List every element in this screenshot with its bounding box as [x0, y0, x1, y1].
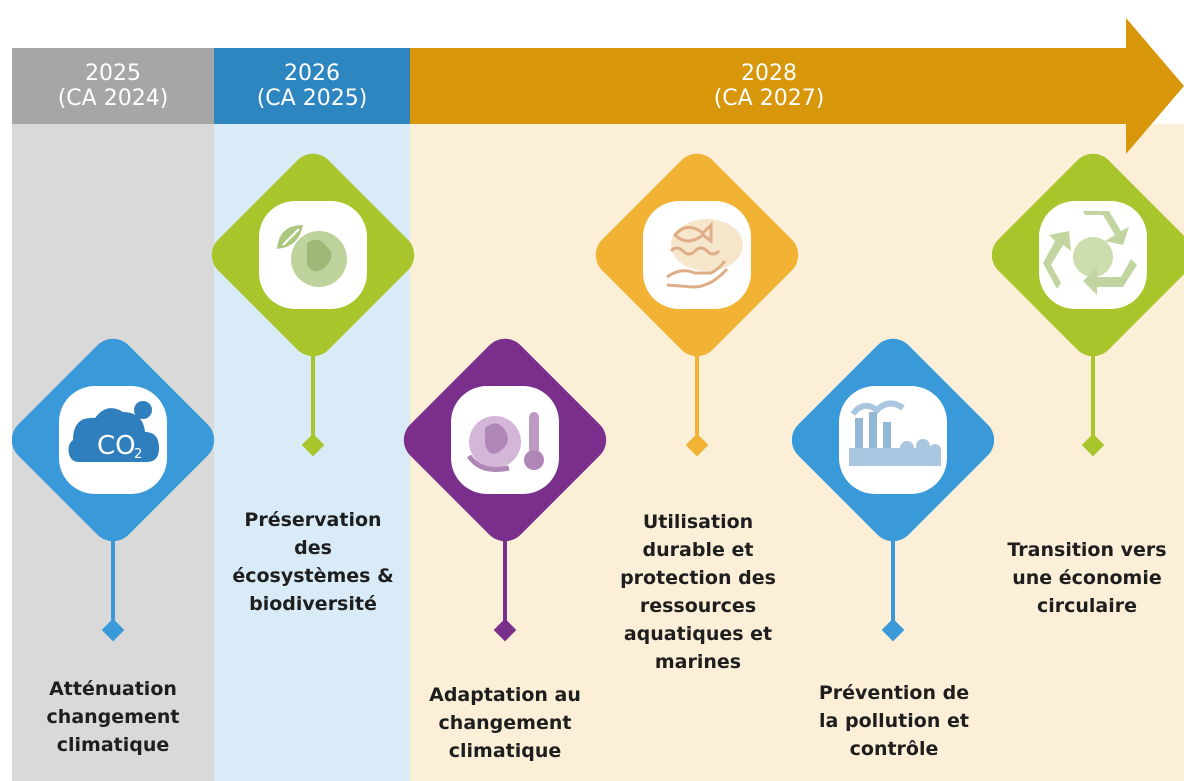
- objective-label-2: Préservation des écosystèmes & biodivers…: [208, 506, 418, 618]
- label-line: durable et: [642, 539, 754, 561]
- label-line: contrôle: [849, 738, 939, 760]
- label-line: la pollution et: [819, 710, 969, 732]
- objective-label-3: Adaptation au changement climatique: [400, 681, 610, 765]
- label-line: Utilisation: [642, 511, 754, 533]
- co2-subscript: 2: [134, 447, 142, 462]
- objective-node-3: [403, 338, 607, 642]
- label-line: Adaptation au: [429, 684, 581, 706]
- period-year: 2025: [85, 61, 141, 86]
- label-line: Prévention de: [818, 682, 970, 704]
- timeline-arrow-head: [1126, 18, 1184, 154]
- label-line: Atténuation: [49, 678, 177, 700]
- label-line: climatique: [56, 734, 170, 756]
- objective-node-5: [791, 338, 995, 642]
- label-line: protection des: [620, 567, 776, 589]
- period-sub: (CA 2024): [57, 86, 169, 111]
- factory-pollution-icon: [849, 400, 941, 466]
- label-line: des: [294, 537, 332, 559]
- objective-label-4: Utilisation durable et protection des re…: [592, 508, 804, 676]
- label-line: circulaire: [1036, 595, 1138, 617]
- period-year: 2026: [284, 61, 340, 86]
- label-line: écosystèmes &: [232, 565, 394, 587]
- period-header-2028: 2028 (CA 2027): [410, 48, 1128, 124]
- objective-node-2: [211, 153, 415, 457]
- label-line: changement: [438, 712, 572, 734]
- objective-label-6: Transition vers une économie circulaire: [990, 536, 1184, 620]
- period-sub: (CA 2027): [713, 86, 825, 111]
- label-line: aquatiques et: [623, 623, 773, 645]
- objective-label-1: Atténuation changement climatique: [12, 675, 214, 759]
- co2-cloud-icon: CO 2: [68, 401, 159, 462]
- label-line: changement: [46, 706, 180, 728]
- period-sub: (CA 2025): [256, 86, 368, 111]
- label-line: biodiversité: [249, 593, 377, 615]
- label-line: Transition vers: [1007, 539, 1167, 561]
- globe-leaf-icon: [277, 225, 347, 287]
- period-header-2025: 2025 (CA 2024): [12, 48, 214, 124]
- co2-label: CO: [97, 431, 136, 461]
- globe-thermometer-icon: [466, 412, 544, 472]
- objective-label-5: Prévention de la pollution et contrôle: [788, 679, 1000, 763]
- objective-node-1: CO 2: [11, 338, 215, 642]
- label-line: ressources: [639, 595, 757, 617]
- label-line: climatique: [448, 740, 562, 762]
- objective-node-6: [991, 153, 1184, 457]
- period-header-2026: 2026 (CA 2025): [214, 48, 410, 124]
- label-line: Préservation: [244, 509, 382, 531]
- label-line: une économie: [1012, 567, 1162, 589]
- objective-node-4: [595, 153, 799, 457]
- period-year: 2028: [741, 61, 797, 86]
- label-line: marines: [654, 651, 742, 673]
- recycle-globe-icon: [1043, 211, 1137, 295]
- fish-water-hand-icon: [666, 219, 743, 289]
